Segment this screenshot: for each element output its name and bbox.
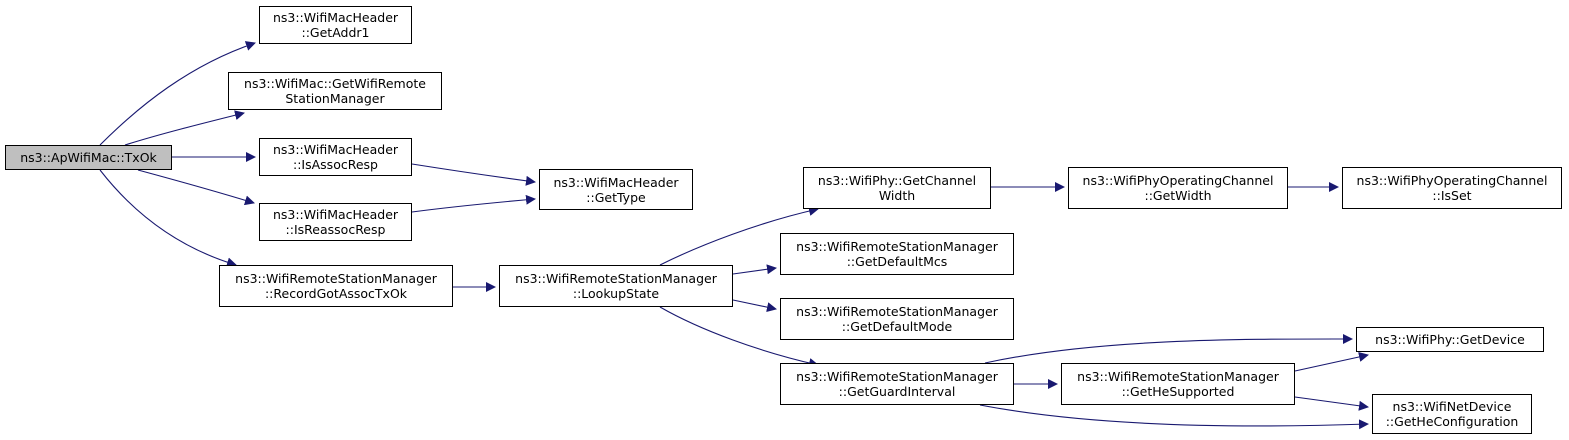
edge-txok-to-getaddr1	[99, 41, 256, 146]
node-label: ::RecordGotAssocTxOk	[264, 286, 408, 301]
edge-lookupstate-to-getchannelwidth	[659, 206, 819, 266]
node-label: ::GetHeConfiguration	[1385, 414, 1519, 429]
node-getguardinterval[interactable]: ns3::WifiRemoteStationManager ::GetGuard…	[780, 363, 1014, 405]
node-getwidth[interactable]: ns3::WifiPhyOperatingChannel ::GetWidth	[1068, 167, 1288, 209]
node-label: ns3::WifiMacHeader	[553, 174, 679, 190]
node-label: ::IsSet	[1432, 188, 1472, 203]
node-label: ns3::WifiRemoteStationManager	[235, 271, 437, 286]
node-label: StationManager	[285, 91, 385, 106]
node-label: ns3::WifiRemoteStationManager	[515, 271, 717, 286]
node-label: ::IsReassocResp	[285, 222, 386, 237]
node-label: ::GetAddr1	[301, 25, 370, 40]
edge-lookupstate-to-getdefaultmcs	[732, 264, 777, 275]
node-label: ::IsAssocResp	[293, 157, 378, 172]
edge-isassocresp-to-gettype	[411, 163, 536, 186]
edge-gethesupported-to-gethecfg	[1294, 396, 1369, 411]
node-label: ns3::WifiRemoteStationManager	[796, 304, 998, 319]
node-isreassocresp[interactable]: ns3::WifiMacHeader ::IsReassocResp	[259, 203, 412, 241]
node-lookupstate[interactable]: ns3::WifiRemoteStationManager ::LookupSt…	[499, 265, 733, 307]
node-isset[interactable]: ns3::WifiPhyOperatingChannel ::IsSet	[1342, 167, 1562, 209]
node-label: ns3::WifiRemoteStationManager	[796, 369, 998, 384]
node-label: ::GetDefaultMcs	[846, 254, 948, 269]
node-label: ::GetGuardInterval	[838, 384, 956, 399]
node-label: ns3::WifiMac::GetWifiRemote	[244, 76, 426, 91]
node-getwrsm[interactable]: ns3::WifiMac::GetWifiRemote StationManag…	[228, 72, 442, 110]
node-label: ns3::WifiNetDevice	[1392, 399, 1512, 414]
node-label: Width	[878, 188, 916, 203]
edge-lookupstate-to-getguardinterval	[659, 306, 819, 368]
node-label: ::GetType	[586, 189, 646, 205]
node-getdefaultmode[interactable]: ns3::WifiRemoteStationManager ::GetDefau…	[780, 298, 1014, 340]
node-label: ::GetHeSupported	[1121, 384, 1235, 399]
edge-gethesupported-to-getdevice	[1294, 352, 1369, 372]
edge-isreassocresp-to-gettype	[411, 194, 536, 213]
node-gettype[interactable]: ns3::WifiMacHeader ::GetType	[539, 169, 693, 210]
node-label: ::LookupState	[572, 286, 660, 301]
node-isassocresp[interactable]: ns3::WifiMacHeader ::IsAssocResp	[259, 138, 412, 176]
node-label: ns3::WifiRemoteStationManager	[1077, 369, 1279, 384]
edge-txok-to-recordgot	[99, 169, 237, 268]
node-label: ns3::WifiRemoteStationManager	[796, 239, 998, 254]
node-label: ::GetDefaultMode	[841, 319, 953, 334]
node-label: ns3::ApWifiMac::TxOk	[20, 150, 157, 165]
node-label: ns3::WifiMacHeader	[272, 207, 399, 222]
edge-txok-to-getwrsm	[124, 110, 245, 146]
node-label: ns3::WifiPhyOperatingChannel	[1356, 173, 1548, 188]
edge-getguardinterval-to-gethecfg	[979, 404, 1369, 430]
edge-getguardinterval-to-getdevice	[984, 333, 1353, 364]
node-getdefaultmcs[interactable]: ns3::WifiRemoteStationManager ::GetDefau…	[780, 233, 1014, 275]
node-label: ::GetWidth	[1144, 188, 1212, 203]
node-label: ns3::WifiMacHeader	[272, 142, 399, 157]
edge-txok-to-isreassocresp	[137, 169, 255, 206]
node-gethesupported[interactable]: ns3::WifiRemoteStationManager ::GetHeSup…	[1061, 363, 1295, 405]
node-getaddr1[interactable]: ns3::WifiMacHeader ::GetAddr1	[259, 6, 412, 44]
node-getdevice[interactable]: ns3::WifiPhy::GetDevice	[1356, 327, 1544, 352]
node-label: ns3::WifiPhyOperatingChannel	[1082, 173, 1274, 188]
node-gethecfg[interactable]: ns3::WifiNetDevice ::GetHeConfiguration	[1372, 394, 1532, 434]
edge-lookupstate-to-getdefaultmode	[732, 299, 777, 313]
node-label: ns3::WifiPhy::GetChannel	[817, 173, 977, 188]
node-recordgot[interactable]: ns3::WifiRemoteStationManager ::RecordGo…	[219, 265, 453, 307]
node-txok: ns3::ApWifiMac::TxOk	[5, 145, 172, 170]
node-getchannelwidth[interactable]: ns3::WifiPhy::GetChannel Width	[803, 167, 991, 209]
node-label: ns3::WifiMacHeader	[272, 10, 399, 25]
node-label: ns3::WifiPhy::GetDevice	[1375, 332, 1525, 347]
